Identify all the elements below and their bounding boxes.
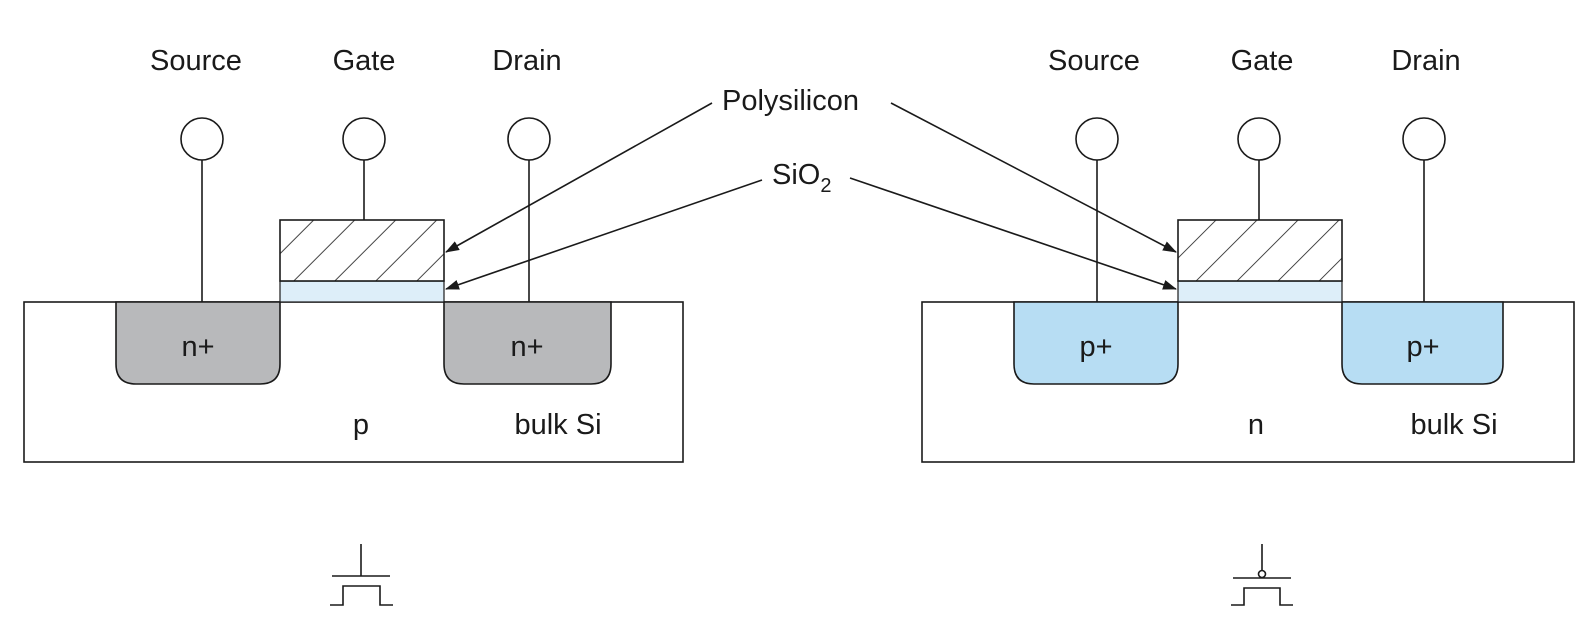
pmos-left-well-label: p+ bbox=[1079, 331, 1112, 363]
sio2-arrow-nmos bbox=[445, 179, 763, 290]
nmos-left-well-label: n+ bbox=[181, 331, 214, 363]
pmos-drain-well bbox=[1341, 301, 1504, 385]
pmos-gate-label: Gate bbox=[1231, 45, 1294, 77]
nmos-drain-terminal bbox=[507, 117, 551, 161]
nmos-gate-label: Gate bbox=[333, 45, 396, 77]
nmos-source-label: Source bbox=[150, 45, 242, 77]
polysilicon-callout-label: Polysilicon bbox=[722, 85, 859, 117]
pmos-gate-oxide bbox=[1177, 280, 1343, 303]
sio2-base: SiO bbox=[772, 159, 820, 191]
pmos-drain-terminal bbox=[1402, 117, 1446, 161]
pmos-source-terminal bbox=[1075, 117, 1119, 161]
sio2-arrow-pmos bbox=[849, 177, 1177, 290]
nmos-drain-label: Drain bbox=[492, 45, 561, 77]
sio2-subscript: 2 bbox=[820, 175, 831, 197]
polysilicon-arrow-nmos bbox=[445, 102, 713, 253]
pmos-source-well bbox=[1013, 301, 1179, 385]
nmos-right-well-label: n+ bbox=[510, 331, 543, 363]
polysilicon-arrow-pmos bbox=[890, 102, 1177, 253]
pmos-polysilicon-gate bbox=[1177, 219, 1343, 282]
nmos-source-well bbox=[115, 301, 281, 385]
pmos-transistor: Source Gate Drain p+ p+ n bulk Si bbox=[921, 45, 1575, 606]
nmos-substrate-label: p bbox=[353, 409, 369, 441]
pmos-bulk-label: bulk Si bbox=[1410, 409, 1497, 441]
pmos-right-well-label: p+ bbox=[1406, 331, 1439, 363]
pmos-substrate-label: n bbox=[1248, 409, 1264, 441]
pmos-schematic-symbol bbox=[1231, 544, 1293, 606]
pmos-source-label: Source bbox=[1048, 45, 1140, 77]
nmos-schematic-symbol bbox=[330, 544, 393, 606]
nmos-transistor: Source Gate Drain n+ n+ p bulk Si bbox=[23, 45, 684, 606]
nmos-drain-well bbox=[443, 301, 612, 385]
sio2-callout-label: SiO2 bbox=[772, 159, 831, 197]
callouts: Polysilicon SiO2 bbox=[445, 85, 1177, 290]
pmos-drain-label: Drain bbox=[1391, 45, 1460, 77]
nmos-polysilicon-gate bbox=[279, 219, 445, 282]
nmos-source-terminal bbox=[180, 117, 224, 161]
pmos-gate-terminal bbox=[1237, 117, 1281, 161]
nmos-gate-terminal bbox=[342, 117, 386, 161]
nmos-gate-oxide bbox=[279, 280, 445, 303]
nmos-bulk-label: bulk Si bbox=[514, 409, 601, 441]
